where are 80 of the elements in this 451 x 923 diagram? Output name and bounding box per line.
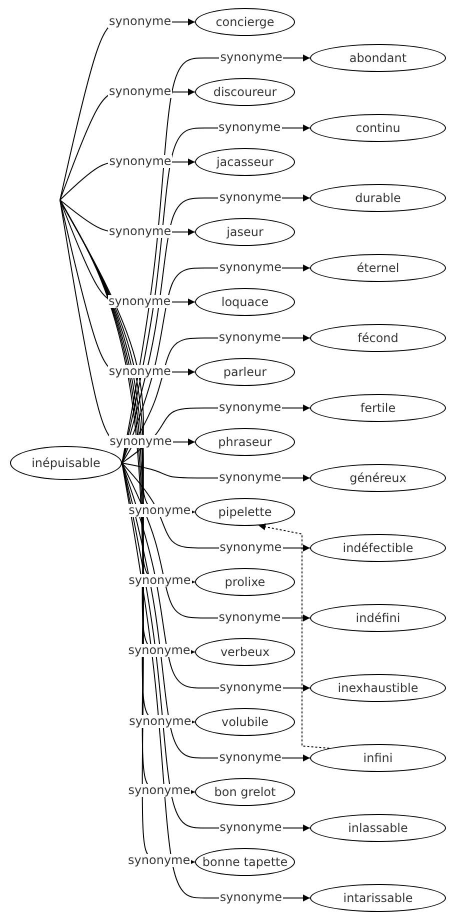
edge-label: synonyme bbox=[127, 854, 192, 868]
edge-label: synonyme bbox=[128, 574, 192, 588]
ellipse-node bbox=[310, 114, 446, 142]
ellipse-node bbox=[195, 218, 295, 246]
node-label: inépuisable bbox=[32, 456, 100, 470]
node-label: généreux bbox=[350, 471, 406, 485]
arrow bbox=[258, 523, 330, 749]
edge-label: synonyme bbox=[218, 681, 283, 694]
edge-label: synonyme bbox=[218, 261, 282, 274]
node-label: jaseur bbox=[226, 225, 264, 239]
node-label: verbeux bbox=[220, 645, 270, 659]
ellipse-node bbox=[195, 148, 295, 176]
ellipse-node bbox=[310, 44, 446, 72]
node-label: concierge bbox=[216, 15, 274, 29]
node-label: discoureur bbox=[213, 85, 277, 99]
edge-label: synonyme bbox=[218, 891, 283, 904]
edge-label: synonyme bbox=[128, 714, 192, 728]
ellipse-node bbox=[310, 814, 446, 842]
edge-label: synonyme bbox=[218, 541, 283, 554]
node-label: infini bbox=[363, 751, 393, 765]
edge-label: synonyme bbox=[128, 504, 192, 518]
edge-label: synonyme bbox=[218, 121, 282, 134]
ellipse-node bbox=[310, 604, 446, 632]
edge-label: synonyme bbox=[218, 611, 282, 624]
edge-label: synonyme bbox=[218, 331, 282, 344]
edge-label: synonyme bbox=[108, 435, 173, 448]
ellipse-node bbox=[195, 848, 295, 876]
ellipse-node bbox=[195, 428, 295, 456]
ellipse-node bbox=[195, 708, 295, 736]
node-label: phraseur bbox=[218, 435, 272, 449]
node-label: abondant bbox=[349, 51, 407, 65]
edge-label: synonyme bbox=[218, 471, 282, 484]
edge-label: synonyme bbox=[218, 401, 282, 414]
ellipse-node bbox=[310, 394, 446, 422]
node-label: fécond bbox=[358, 331, 398, 345]
edge-label: synonyme bbox=[127, 784, 192, 798]
edge-label: synonyme bbox=[108, 15, 172, 28]
ellipse-node bbox=[310, 744, 446, 772]
node-label: jacasseur bbox=[216, 155, 274, 169]
node-label: bon grelot bbox=[214, 785, 276, 799]
ellipse-node bbox=[195, 358, 295, 386]
node-label: pipelette bbox=[218, 505, 272, 519]
edge-label: synonyme bbox=[218, 751, 282, 764]
edge-label: synonyme bbox=[108, 365, 172, 378]
ellipse-node bbox=[195, 498, 295, 526]
edge-label: synonyme bbox=[108, 85, 172, 98]
node-label: loquace bbox=[221, 295, 269, 309]
node-label: fertile bbox=[360, 401, 396, 415]
ellipse-node bbox=[195, 638, 295, 666]
ellipse-node bbox=[310, 674, 446, 702]
edge-label: synonyme bbox=[108, 225, 172, 238]
ellipse-node bbox=[310, 534, 446, 562]
edge-label: synonyme bbox=[108, 295, 172, 308]
ellipse-node bbox=[195, 778, 295, 806]
ellipse-node bbox=[310, 184, 446, 212]
edge-label: synonyme bbox=[218, 191, 282, 204]
ellipse-node bbox=[310, 884, 446, 912]
ellipse-node bbox=[195, 288, 295, 316]
ellipse-node bbox=[310, 254, 446, 282]
node-label: continu bbox=[356, 121, 400, 135]
node-label: durable bbox=[355, 191, 401, 205]
edge-label: synonyme bbox=[127, 644, 192, 658]
ellipse-node bbox=[195, 78, 295, 106]
edge-label: synonyme bbox=[218, 821, 283, 834]
node-label: volubile bbox=[221, 715, 269, 729]
ellipse-node bbox=[310, 464, 446, 492]
node-label: indéfectible bbox=[342, 541, 414, 555]
node-label: intarissable bbox=[343, 891, 413, 905]
ellipse-node bbox=[310, 324, 446, 352]
edge-label: synonyme bbox=[108, 155, 172, 168]
node-label: indéfini bbox=[356, 611, 400, 625]
node-label: éternel bbox=[356, 261, 400, 275]
node-label: bonne tapette bbox=[202, 855, 288, 869]
edge-label: synonyme bbox=[219, 51, 284, 64]
ellipse-node bbox=[195, 568, 295, 596]
node-label: inexhaustible bbox=[338, 681, 418, 695]
node-label: prolixe bbox=[224, 575, 266, 589]
node-label: parleur bbox=[223, 365, 267, 379]
ellipse-node bbox=[195, 8, 295, 36]
node-label: inlassable bbox=[348, 821, 408, 835]
